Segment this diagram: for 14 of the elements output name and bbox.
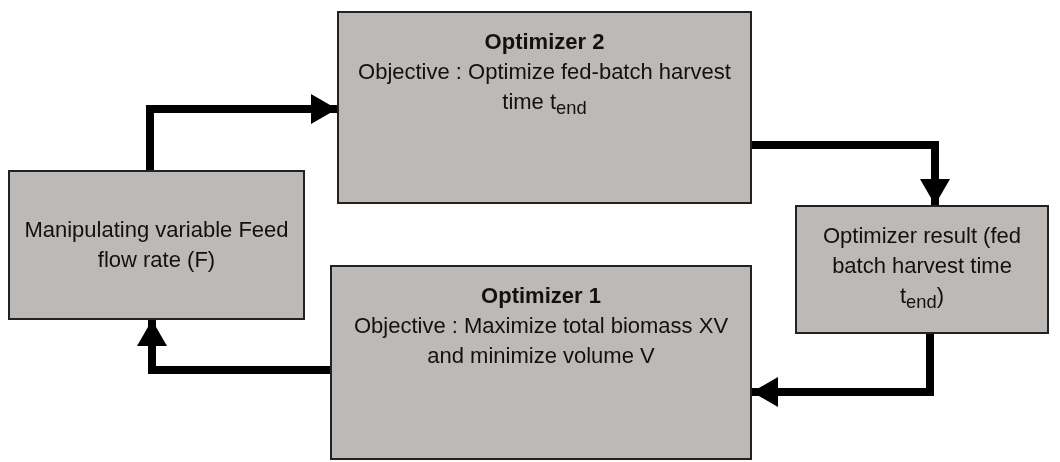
box-text: Objective : Maximize total biomass XV and minimize volume V [352,312,730,370]
box-text: Manipulating variable Feed flow rate (F) [23,216,290,274]
arrow [752,141,950,205]
box-heading: Optimizer 1 [481,282,601,310]
process-box [337,11,752,204]
box-text: Optimizer result (fed batch harvest time t$_{end}$) [821,222,1023,315]
arrow [146,94,337,170]
process-box [795,205,1049,334]
process-box [8,170,305,320]
box-heading: Optimizer 2 [484,28,605,56]
box-text: Objective : Optimize fed-batch harvest time t$_{end}$ [357,58,732,121]
process-box [330,265,752,460]
arrow [752,334,934,407]
arrow [137,320,330,374]
